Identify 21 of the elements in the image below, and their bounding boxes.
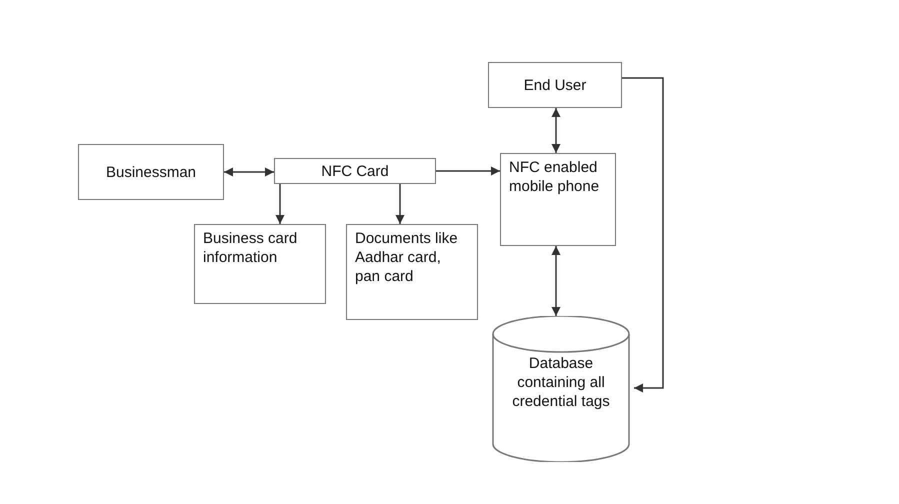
process-box [194,224,326,304]
arrow [552,246,560,316]
node-label: Businessman [104,162,198,182]
node-label: End User [522,76,588,94]
process-box [500,153,616,246]
process-box [274,158,436,184]
arrow [436,166,500,176]
database-cylinder [492,316,630,462]
node-label: NFC Card [320,162,390,180]
arrow [396,184,404,224]
process-box [346,224,478,320]
arrow [552,108,560,153]
node-label: Database containing all credential tags [511,354,611,411]
node-label: Documents like Aadhar card, pan card [355,229,459,286]
arrow [276,184,284,224]
arrow [224,168,274,176]
arrow [622,77,664,392]
process-box [488,62,622,108]
node-label: Business card information [203,229,298,267]
node-label: NFC enabled mobile phone [509,158,600,196]
process-box [78,144,224,200]
